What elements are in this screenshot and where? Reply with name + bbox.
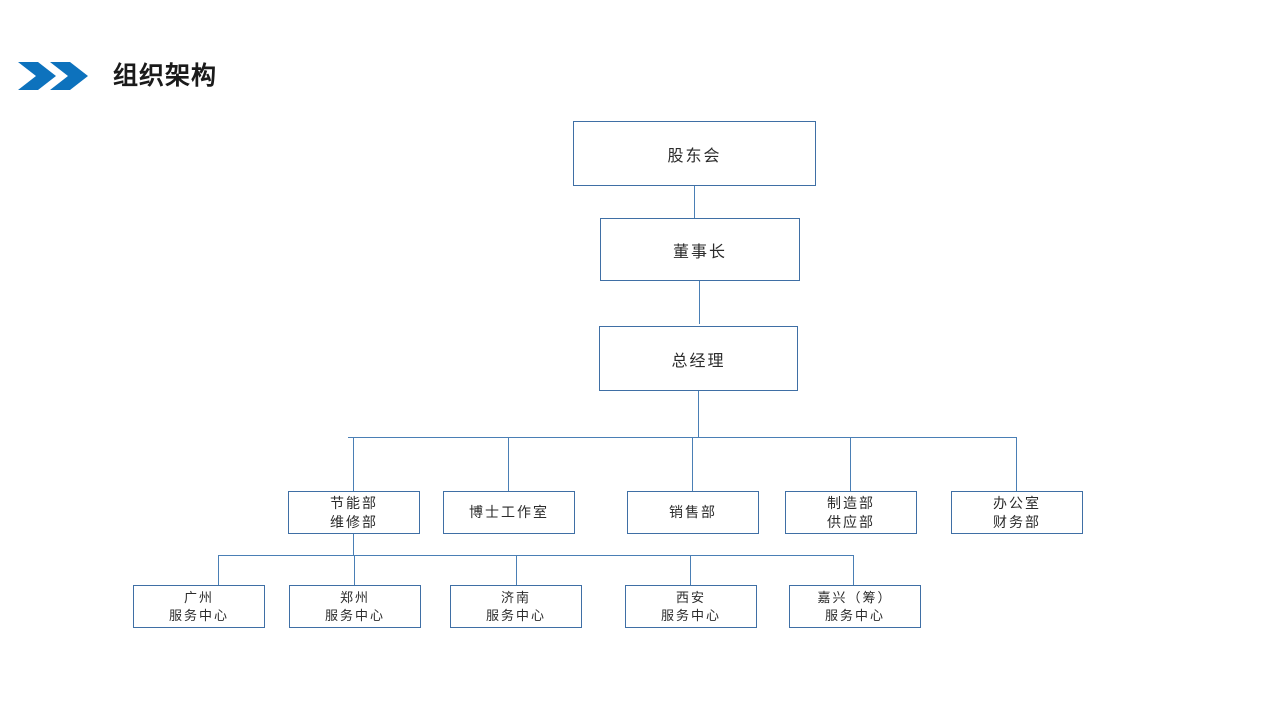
org-node-center-zhengzhou[interactable]: 郑州 服务中心 <box>289 585 421 628</box>
double-chevron-right-icon <box>12 58 92 94</box>
org-node-dept-doctor-studio[interactable]: 博士工作室 <box>443 491 575 534</box>
connector-drop-dept-office <box>1016 437 1017 491</box>
connector-drop-dept-doctor-studio <box>508 437 509 491</box>
org-node-label-line2: 服务中心 <box>485 607 546 623</box>
org-node-center-guangzhou[interactable]: 广州 服务中心 <box>133 585 265 628</box>
connector-drop-dept-manufacturing <box>850 437 851 491</box>
org-node-label-line1: 西安 <box>675 589 706 605</box>
org-node-general-manager[interactable]: 总经理 <box>599 326 798 391</box>
org-node-label-line2: 服务中心 <box>168 607 229 623</box>
org-node-chairman[interactable]: 董事长 <box>600 218 800 281</box>
connector-chairman-gm <box>699 281 700 324</box>
org-node-dept-manufacturing[interactable]: 制造部 供应部 <box>785 491 917 534</box>
slide-header: 组织架构 <box>0 50 1280 104</box>
connector-energy-stem <box>353 534 354 555</box>
org-node-label-line2: 服务中心 <box>324 607 385 623</box>
org-node-center-jinan[interactable]: 济南 服务中心 <box>450 585 582 628</box>
page-title: 组织架构 <box>113 62 218 90</box>
org-node-label-line1: 制造部 <box>827 494 875 511</box>
org-node-center-jiaxing[interactable]: 嘉兴（筹） 服务中心 <box>789 585 921 628</box>
connector-service-center-bus <box>218 555 854 556</box>
connector-drop-center-jinan <box>516 555 517 585</box>
org-node-label-line1: 节能部 <box>330 494 378 511</box>
connector-drop-dept-energy <box>353 437 354 491</box>
org-node-label: 总经理 <box>671 352 726 370</box>
connector-drop-dept-sales <box>692 437 693 491</box>
org-node-label: 董事长 <box>672 243 727 261</box>
org-node-label-line2: 维修部 <box>330 513 378 530</box>
connector-drop-center-jiaxing <box>853 555 854 585</box>
connector-shareholders-chairman <box>694 186 695 218</box>
org-node-dept-energy[interactable]: 节能部 维修部 <box>288 491 420 534</box>
org-node-dept-sales[interactable]: 销售部 <box>627 491 759 534</box>
connector-drop-center-zhengzhou <box>354 555 355 585</box>
org-node-label-line1: 济南 <box>500 589 531 605</box>
org-node-label-line1: 办公室 <box>993 494 1041 511</box>
org-node-label-line1: 销售部 <box>669 504 717 520</box>
org-node-label: 股东会 <box>667 147 722 165</box>
connector-gm-stem <box>698 391 699 437</box>
org-node-label-line1: 嘉兴（筹） <box>817 589 893 605</box>
connector-department-bus <box>348 437 1017 438</box>
org-node-label-line1: 博士工作室 <box>469 504 549 520</box>
org-node-dept-office[interactable]: 办公室 财务部 <box>951 491 1083 534</box>
org-node-label-line1: 郑州 <box>339 589 370 605</box>
org-node-label-line2: 服务中心 <box>660 607 721 623</box>
connector-drop-center-guangzhou <box>218 555 219 585</box>
org-node-label-line1: 广州 <box>183 589 214 605</box>
org-node-shareholders[interactable]: 股东会 <box>573 121 816 186</box>
org-node-center-xian[interactable]: 西安 服务中心 <box>625 585 757 628</box>
connector-drop-center-xian <box>690 555 691 585</box>
org-node-label-line2: 服务中心 <box>824 607 885 623</box>
org-node-label-line2: 财务部 <box>993 513 1041 530</box>
org-node-label-line2: 供应部 <box>827 513 875 530</box>
